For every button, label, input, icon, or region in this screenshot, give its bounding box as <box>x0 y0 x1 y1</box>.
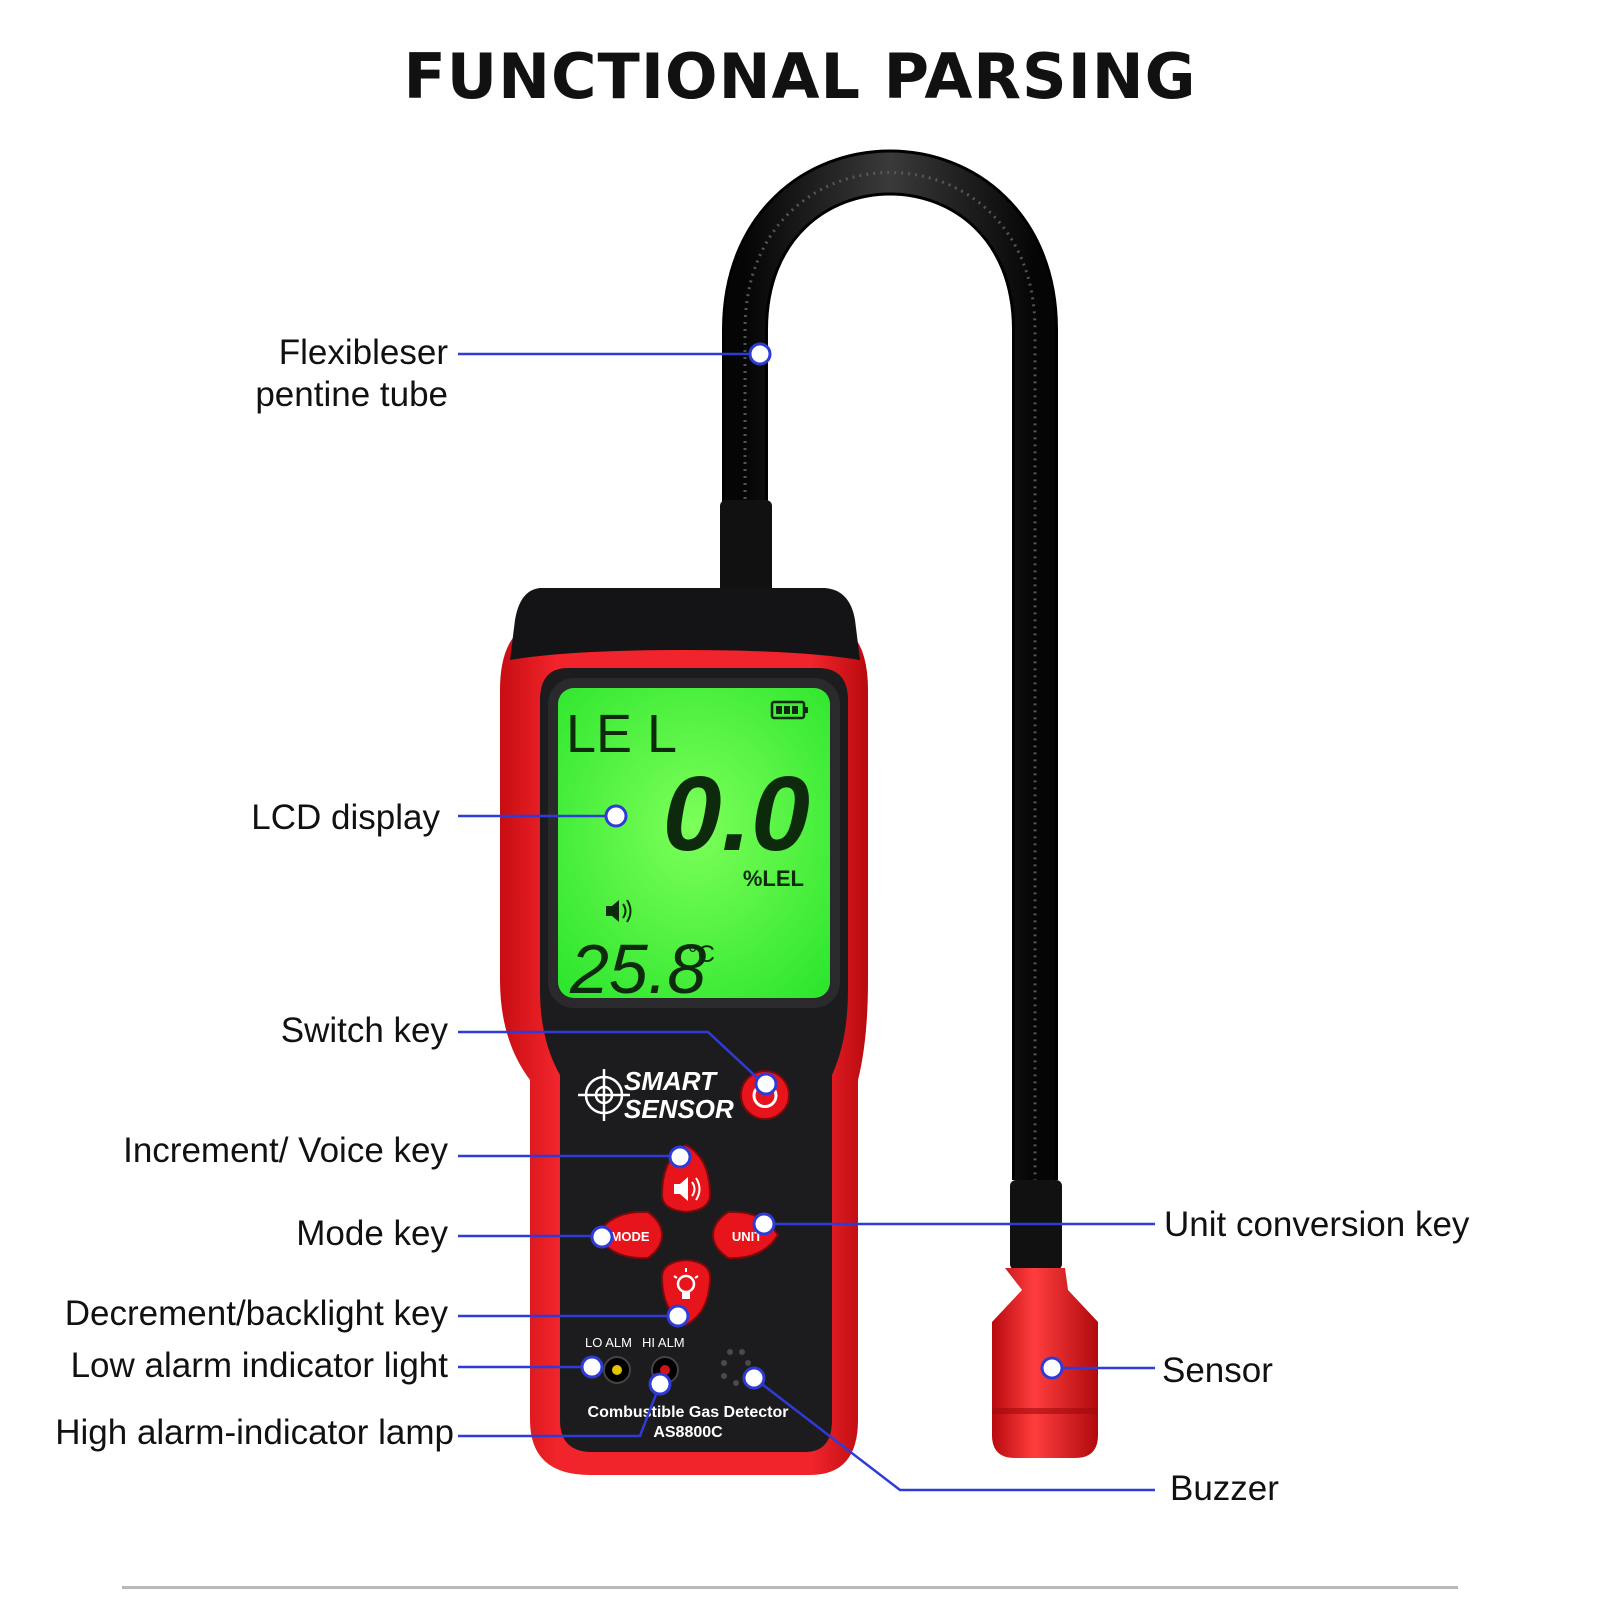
callout-buzzer: Buzzer <box>1170 1469 1279 1508</box>
dot-decrement <box>666 1304 690 1328</box>
callout-mode-key: Mode key <box>296 1214 448 1253</box>
gas-detector-body <box>500 588 868 1475</box>
leader-buzzer <box>753 1377 1155 1492</box>
lcd-temperature: 25.8 <box>569 930 706 1008</box>
mode-key[interactable]: MODE <box>595 1210 664 1260</box>
callout-flexible-tube-line2: pentine tube <box>255 375 448 414</box>
page-title: FUNCTIONAL PARSING <box>403 40 1197 113</box>
battery-icon <box>770 700 808 720</box>
dot-high-alarm <box>648 1372 672 1396</box>
lcd-mode-text: LE L <box>566 704 677 764</box>
low-alarm-indicator-light <box>603 1356 631 1384</box>
dot-sensor <box>1040 1356 1064 1380</box>
leader-switch <box>458 1030 767 1087</box>
lcd-content: LE L 0.0 %LEL 25.8 °C <box>566 700 810 1008</box>
callout-unit-conversion-key: Unit conversion key <box>1164 1205 1470 1244</box>
dot-low-alarm <box>580 1355 604 1379</box>
buzzer-grille <box>721 1349 751 1386</box>
dot-lcd <box>604 804 628 828</box>
model-number: AS8800C <box>653 1424 723 1441</box>
product-name: Combustible Gas Detector <box>588 1404 789 1421</box>
brand-logo: SMART SENSOR <box>578 1066 734 1124</box>
speaker-icon <box>606 899 632 923</box>
callout-decrement-backlight-key: Decrement/backlight key <box>64 1294 448 1333</box>
leader-high-alarm <box>458 1383 662 1438</box>
brand-line-1: SMART <box>624 1066 718 1096</box>
callout-high-alarm-indicator: High alarm-indicator lamp <box>55 1413 454 1452</box>
unit-key-label: UNIT <box>732 1229 762 1244</box>
callout-increment-voice-key: Increment/ Voice key <box>123 1131 448 1170</box>
callout-low-alarm-indicator: Low alarm indicator light <box>70 1346 448 1385</box>
lcd-screen <box>558 688 830 998</box>
callout-dots <box>580 342 1064 1396</box>
bottom-divider <box>122 1586 1458 1589</box>
callout-lines <box>458 352 1155 1492</box>
mode-key-label: MODE <box>611 1229 650 1244</box>
flexible-tube <box>720 149 1062 1270</box>
lcd-gas-reading: 0.0 <box>663 755 810 873</box>
brand-line-2: SENSOR <box>624 1094 734 1124</box>
callout-sensor: Sensor <box>1162 1351 1273 1390</box>
lo-alarm-label: LO ALM <box>585 1335 632 1350</box>
speaker-icon <box>674 1177 701 1201</box>
lcd-reading-unit: %LEL <box>743 866 804 891</box>
dot-increment <box>668 1145 692 1169</box>
callout-flexible-tube-line1: Flexibleser <box>278 333 448 372</box>
dot-unit <box>752 1212 776 1236</box>
dot-buzzer <box>742 1366 766 1390</box>
callout-switch-key: Switch key <box>280 1011 448 1050</box>
tube-collar <box>720 500 772 595</box>
callout-flexible-tube: Flexibleser pentine tube <box>255 332 448 416</box>
dot-switch <box>754 1072 778 1096</box>
lightbulb-icon <box>673 1268 699 1299</box>
lcd-temperature-unit: °C <box>688 941 715 968</box>
dot-mode <box>590 1225 614 1249</box>
crosshair-icon <box>578 1069 630 1121</box>
dot-tube <box>748 342 772 366</box>
callout-lcd-display: LCD display <box>251 798 440 837</box>
hi-alarm-label: HI ALM <box>642 1335 685 1350</box>
